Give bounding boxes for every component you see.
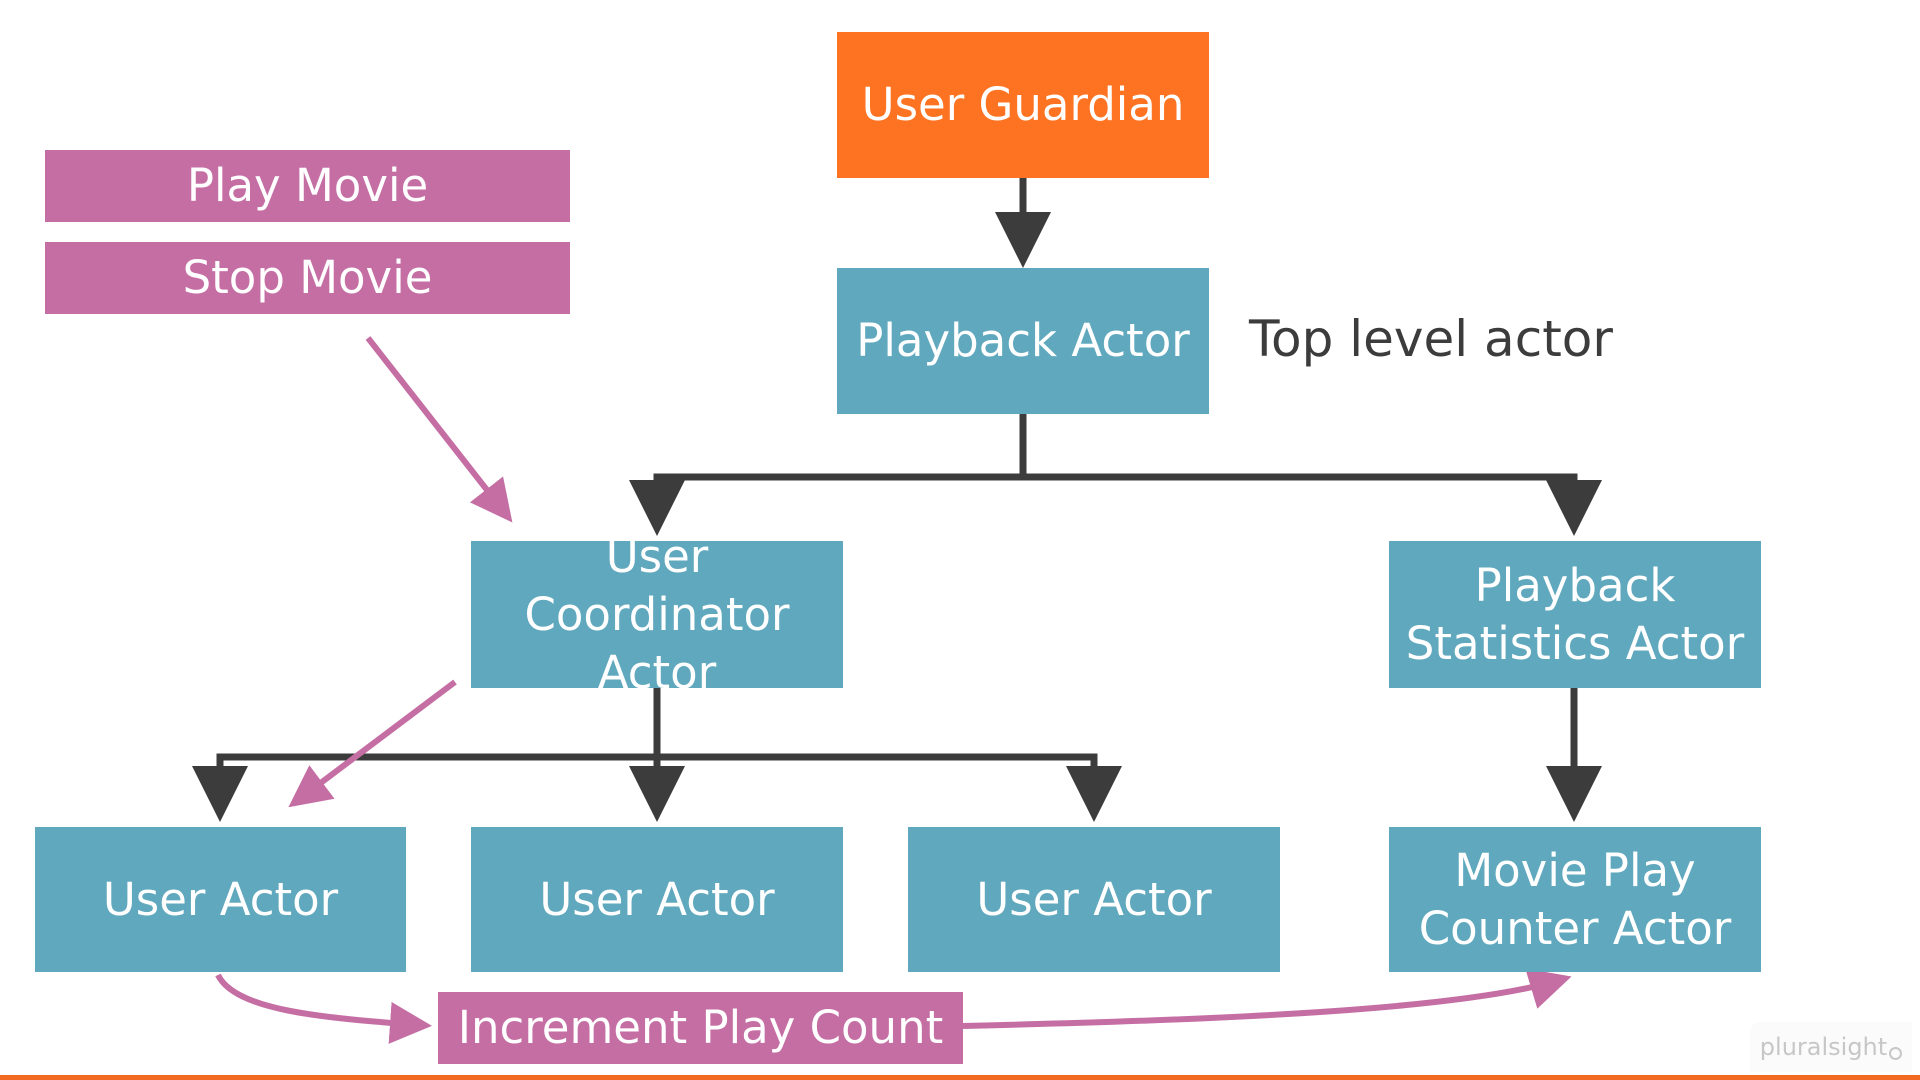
- message-increment-play-count: Increment Play Count: [438, 992, 963, 1064]
- node-user-coordinator-actor: User Coordinator Actor: [471, 530, 843, 699]
- node-label: Playback Actor: [856, 314, 1190, 367]
- play-circle-icon: [1889, 1046, 1903, 1060]
- node-label: User Guardian: [861, 78, 1185, 131]
- message-label: Increment Play Count: [457, 1001, 944, 1054]
- node-label: User Actor: [539, 872, 775, 926]
- accent-bottom-line: [0, 1075, 1920, 1080]
- message-label: Play Movie: [186, 159, 429, 212]
- node-label: Movie Play Counter Actor: [1418, 843, 1732, 955]
- node-user-actor-1: User Actor: [35, 827, 406, 972]
- node-user-guardian: User Guardian: [837, 32, 1209, 178]
- node-playback-statistics-actor: Playback Statistics Actor: [1389, 541, 1761, 688]
- edge-playback-to-statistics: [1023, 473, 1602, 536]
- pluralsight-logo: pluralsight: [1750, 1022, 1912, 1072]
- edge-coordinator-to-user-actor-3: [657, 753, 1122, 822]
- node-playback-actor: Playback Actor: [837, 268, 1209, 414]
- node-user-actor-3: User Actor: [908, 827, 1280, 972]
- message-play-movie: Play Movie: [45, 150, 570, 222]
- node-movie-play-counter-actor: Movie Play Counter Actor: [1389, 827, 1761, 972]
- message-stop-movie: Stop Movie: [45, 242, 570, 314]
- node-label: User Actor: [102, 872, 339, 926]
- edge-coordinator-to-user-actor-1: [192, 753, 657, 822]
- message-arrow-increment-to-counter: [961, 968, 1572, 1029]
- node-label: User Actor: [976, 872, 1212, 926]
- edge-playback-to-coordinator: [629, 473, 1023, 536]
- logo-text: pluralsight: [1759, 1033, 1888, 1061]
- message-arrow-to-user-actor: [288, 679, 457, 808]
- message-arrow-to-coordinator: [365, 336, 513, 523]
- message-arrow-user-to-increment: [215, 973, 432, 1044]
- node-user-actor-2: User Actor: [471, 827, 843, 972]
- message-label: Stop Movie: [182, 251, 433, 304]
- annotation-top-level-actor: Top level actor: [1249, 310, 1613, 368]
- node-label: User Coordinator Actor: [524, 529, 790, 699]
- node-label: Playback Statistics Actor: [1405, 558, 1745, 670]
